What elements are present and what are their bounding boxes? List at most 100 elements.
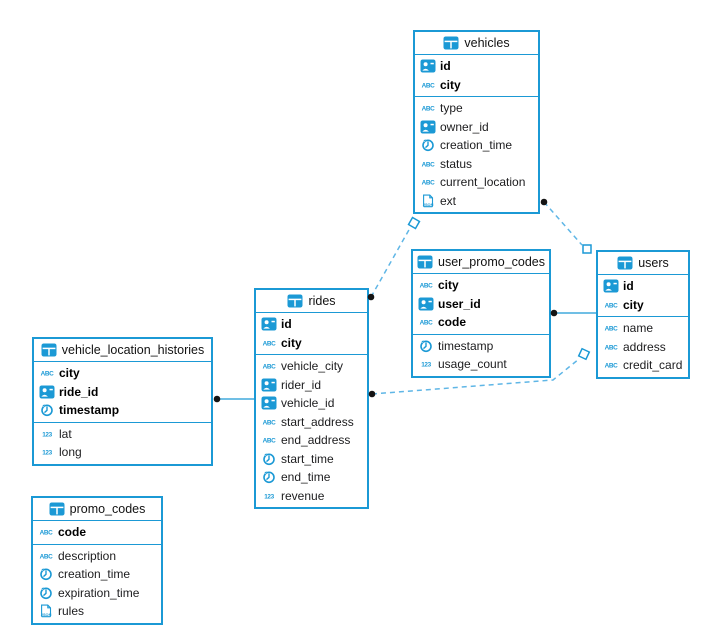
column-row-creation_time[interactable]: creation_time [33,565,161,584]
id-icon [420,120,436,134]
column-label: city [438,278,459,293]
svg-text:ABC: ABC [263,364,276,371]
column-row-owner_id[interactable]: owner_id [415,118,538,137]
column-row-lat[interactable]: 123 lat [34,425,211,444]
column-row-id[interactable]: id [415,57,538,76]
column-label: usage_count [438,357,507,372]
text-icon: ABC [603,358,619,372]
column-row-ride_id[interactable]: ride_id [34,383,211,402]
column-row-vehicle_id[interactable]: vehicle_id [256,394,367,413]
column-row-ext[interactable]: JSON ext [415,192,538,211]
column-row-creation_time[interactable]: creation_time [415,136,538,155]
column-label: timestamp [59,403,120,418]
column-row-status[interactable]: ABC status [415,155,538,174]
table-card-rides[interactable]: rides id ABC city ABC vehicle_city rider… [254,288,369,509]
column-row-start_address[interactable]: ABC start_address [256,413,367,432]
primary-key-section: id ABC city [598,275,688,316]
svg-text:123: 123 [42,431,52,438]
column-label: vehicle_city [281,359,344,374]
column-row-vehicle_city[interactable]: ABC vehicle_city [256,357,367,376]
table-header: rides [256,290,367,313]
svg-text:ABC: ABC [41,371,54,378]
column-row-end_address[interactable]: ABC end_address [256,431,367,450]
column-label: long [59,445,82,460]
time-icon [261,452,277,466]
column-row-id[interactable]: id [256,315,367,334]
id-icon [39,385,55,399]
column-label: city [281,335,302,350]
id-icon [420,59,436,73]
fields-section: 123 lat 123 long [34,421,211,464]
svg-text:ABC: ABC [605,326,618,333]
column-row-type[interactable]: ABC type [415,99,538,118]
relationship-line[interactable] [543,201,583,246]
table-card-promo-codes[interactable]: promo_codes ABC code ABC description cre… [31,496,163,625]
number-icon: 123 [39,445,55,459]
endpoint-dot [540,198,548,206]
id-icon [603,279,619,293]
relationship-user_promo_codes-users[interactable] [550,309,596,317]
column-label: city [440,77,461,92]
column-row-city[interactable]: ABC city [413,276,549,295]
column-label: timestamp [438,338,494,353]
relationship-vehicles-users[interactable] [540,198,592,254]
column-row-code[interactable]: ABC code [33,523,161,542]
svg-text:JSON: JSON [41,612,52,617]
column-row-expiration_time[interactable]: expiration_time [33,584,161,603]
svg-text:ABC: ABC [420,320,433,327]
table-card-vehicles[interactable]: vehicles id ABC city ABC type owner_id c… [413,30,540,214]
column-row-timestamp[interactable]: timestamp [34,401,211,420]
column-label: vehicle_id [281,396,335,411]
table-card-user-promo-codes[interactable]: user_promo_codes ABC city user_id ABC co… [411,249,551,378]
fields-section: ABC type owner_id creation_time ABC stat… [415,96,538,212]
table-name: vehicle_location_histories [61,343,205,357]
column-row-long[interactable]: 123 long [34,443,211,462]
column-label: id [623,279,634,294]
column-row-city[interactable]: ABC city [256,334,367,353]
column-row-end_time[interactable]: end_time [256,468,367,487]
column-row-user_id[interactable]: user_id [413,295,549,314]
text-icon: ABC [420,101,436,115]
column-label: name [623,321,654,336]
table-name: users [638,256,669,270]
table-icon [443,36,459,50]
table-card-vehicle-location-histories[interactable]: vehicle_location_histories ABC city ride… [32,337,213,466]
column-row-id[interactable]: id [598,277,688,296]
json-icon: JSON [38,604,54,618]
svg-text:ABC: ABC [605,363,618,370]
column-row-city[interactable]: ABC city [415,76,538,95]
column-row-code[interactable]: ABC code [413,313,549,332]
column-row-current_location[interactable]: ABC current_location [415,173,538,192]
column-row-credit_card[interactable]: ABC credit_card [598,356,688,375]
relationship-vehicle_location_histories-rides[interactable] [213,395,255,403]
table-name: promo_codes [69,502,146,516]
column-row-rules[interactable]: JSON rules [33,602,161,621]
relationship-line[interactable] [370,227,411,298]
fields-section: ABC description creation_time expiration… [33,543,161,623]
column-row-rider_id[interactable]: rider_id [256,376,367,395]
column-row-city[interactable]: ABC city [598,296,688,315]
primary-key-section: ABC city user_id ABC code [413,274,549,334]
text-icon: ABC [39,366,55,380]
column-row-usage_count[interactable]: 123 usage_count [413,355,549,374]
column-row-name[interactable]: ABC name [598,319,688,338]
column-row-address[interactable]: ABC address [598,338,688,357]
table-header: vehicle_location_histories [34,339,211,362]
table-card-users[interactable]: users id ABC city ABC name ABC address A… [596,250,690,379]
svg-text:ABC: ABC [263,419,276,426]
text-icon: ABC [261,336,277,350]
column-row-timestamp[interactable]: timestamp [413,337,549,356]
column-row-city[interactable]: ABC city [34,364,211,383]
column-row-revenue[interactable]: 123 revenue [256,487,367,506]
svg-text:ABC: ABC [40,530,53,537]
text-icon: ABC [420,157,436,171]
table-icon [287,294,303,308]
primary-key-section: ABC city ride_id timestamp [34,362,211,422]
svg-text:123: 123 [42,450,52,457]
table-icon [417,255,433,269]
column-row-start_time[interactable]: start_time [256,450,367,469]
text-icon: ABC [603,321,619,335]
column-label: id [440,59,451,74]
column-row-description[interactable]: ABC description [33,547,161,566]
